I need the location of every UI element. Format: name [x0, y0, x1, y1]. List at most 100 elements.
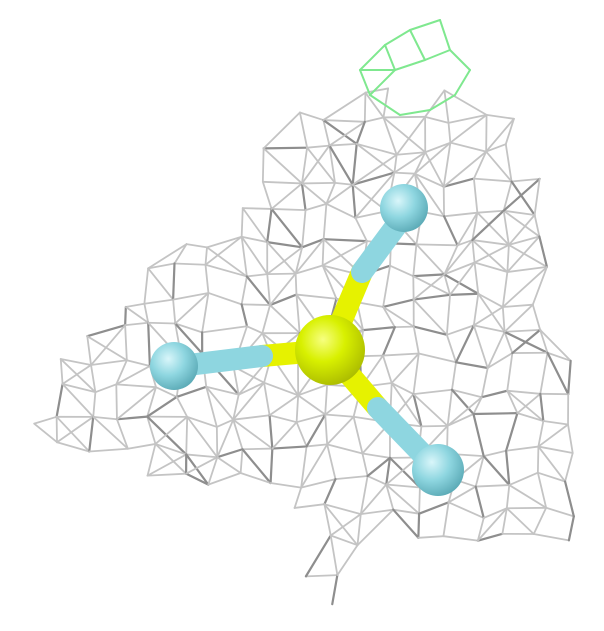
- mesh-edge: [205, 385, 235, 421]
- mesh-edge: [323, 503, 332, 537]
- mesh-edge: [502, 180, 513, 212]
- mesh-edge: [245, 273, 269, 278]
- mesh-edge: [323, 503, 362, 516]
- mesh-edge: [321, 264, 338, 300]
- mesh-edge: [443, 89, 450, 124]
- mesh-edge: [328, 142, 358, 147]
- mesh-edge: [412, 293, 452, 301]
- mesh-edge: [306, 144, 331, 149]
- mesh-edge: [567, 359, 572, 396]
- mesh-edge: [124, 324, 128, 362]
- mesh-edge: [146, 395, 178, 418]
- mesh-edge: [472, 177, 479, 214]
- mesh-edge: [507, 235, 541, 246]
- mesh-edge: [59, 358, 64, 385]
- mesh-edge: [115, 383, 118, 421]
- mesh-edge: [507, 244, 548, 268]
- mesh-edge: [382, 87, 390, 119]
- mesh-edge: [237, 381, 265, 396]
- mesh-edge: [443, 273, 480, 295]
- mesh-edge: [473, 244, 510, 264]
- mesh-edge: [502, 209, 510, 246]
- mesh-edge: [445, 333, 457, 364]
- mesh-edge: [505, 484, 511, 510]
- mesh-edge: [295, 293, 338, 300]
- mesh-edge: [361, 326, 396, 332]
- mesh-edge: [270, 208, 307, 212]
- mesh-edge: [446, 396, 483, 427]
- mesh-edge: [385, 456, 392, 486]
- mesh-edge: [240, 235, 269, 243]
- mesh-edge: [90, 324, 127, 366]
- mesh-edge: [56, 415, 95, 444]
- mesh-edge: [415, 243, 446, 276]
- mesh-edge: [503, 328, 542, 333]
- mesh-edge: [394, 59, 426, 71]
- mesh-edge: [206, 235, 243, 249]
- mesh-edge: [186, 415, 218, 428]
- mesh-edge: [269, 304, 301, 335]
- green-density-mesh: [359, 19, 471, 116]
- mesh-edge: [299, 111, 309, 149]
- mesh-edge: [301, 182, 328, 205]
- mesh-edge: [241, 207, 273, 210]
- mesh-edge: [485, 150, 513, 183]
- mesh-edge: [326, 415, 355, 446]
- mesh-edge: [304, 574, 339, 578]
- mesh-edge: [477, 292, 504, 308]
- mesh-edge: [412, 393, 423, 428]
- mesh-edge: [172, 292, 210, 301]
- mesh-edge: [321, 240, 368, 267]
- mesh-edge: [295, 394, 300, 424]
- mesh-edge: [204, 263, 210, 294]
- mesh-edge: [505, 507, 535, 535]
- mesh-edge: [539, 328, 572, 362]
- mesh-edge: [382, 354, 393, 384]
- mesh-edge: [328, 120, 366, 147]
- mesh-edge: [322, 118, 358, 145]
- mesh-edge: [502, 209, 541, 238]
- mesh-edge: [390, 352, 420, 384]
- mesh-edge: [473, 261, 509, 273]
- mesh-edge: [454, 324, 475, 364]
- mesh-edge: [567, 515, 575, 542]
- mesh-edge: [297, 383, 329, 397]
- mesh-edge: [147, 262, 176, 270]
- mesh-edge: [207, 472, 242, 486]
- mesh-edge: [501, 271, 509, 308]
- mesh-edge: [125, 359, 151, 367]
- mesh-edge: [424, 49, 451, 61]
- mesh-edge: [546, 351, 570, 396]
- mesh-edge: [385, 483, 421, 489]
- mesh-edge: [392, 508, 420, 539]
- mesh-edge: [501, 507, 508, 535]
- mesh-edge: [471, 211, 479, 241]
- mesh-edge: [472, 306, 504, 327]
- mesh-edge: [424, 141, 452, 154]
- molecule: [150, 184, 464, 496]
- mesh-edge: [173, 243, 188, 265]
- mesh-edge: [268, 293, 298, 307]
- mesh-edge: [442, 215, 459, 247]
- mesh-edge: [417, 535, 445, 539]
- mesh-edge: [86, 335, 92, 366]
- mesh-edge: [539, 392, 545, 423]
- mesh-edge: [413, 151, 427, 175]
- mesh-edge: [476, 507, 508, 542]
- mesh-edge: [147, 321, 177, 325]
- mesh-edge: [471, 239, 476, 264]
- mesh-edge: [448, 292, 480, 296]
- mesh-edge: [143, 298, 175, 305]
- mesh-edge: [216, 456, 242, 474]
- mesh-edge: [361, 452, 369, 477]
- mesh-edge: [232, 414, 271, 421]
- mesh-edge: [115, 415, 149, 421]
- mesh-edge: [88, 415, 95, 453]
- mesh-edge: [328, 144, 354, 186]
- mesh-edge: [146, 415, 157, 445]
- mesh-edge: [510, 177, 541, 183]
- mesh-edge: [472, 396, 483, 415]
- mesh-edge: [531, 266, 548, 306]
- mesh-edge: [443, 89, 488, 116]
